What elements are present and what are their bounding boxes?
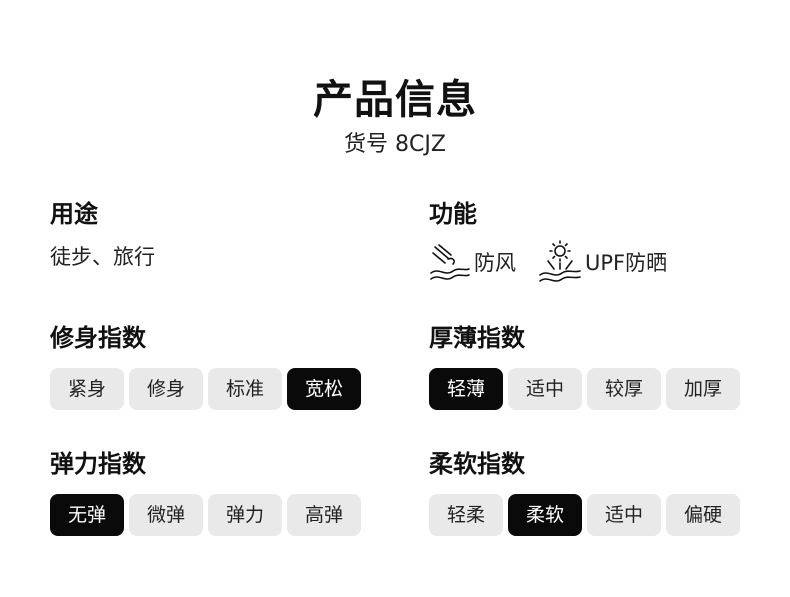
softness-option-selected[interactable]: 柔软 (508, 494, 582, 536)
stretch-index-options: 无弹 微弹 弹力 高弹 (50, 494, 390, 536)
usage-section: 用途 徒步、旅行 (50, 198, 390, 272)
fit-option-selected[interactable]: 宽松 (287, 368, 361, 410)
thickness-index-section: 厚薄指数 轻薄 适中 较厚 加厚 (429, 322, 769, 410)
softness-option[interactable]: 适中 (587, 494, 661, 536)
sku-number: 货号 8CJZ (344, 132, 446, 157)
softness-index-section: 柔软指数 轻柔 柔软 适中 偏硬 (429, 448, 769, 536)
fit-option[interactable]: 紧身 (50, 368, 124, 410)
feature-upf: UPF防晒 (538, 239, 667, 287)
page-title: 产品信息 (313, 77, 477, 123)
stretch-option[interactable]: 高弹 (287, 494, 361, 536)
stretch-option[interactable]: 微弹 (129, 494, 203, 536)
softness-option[interactable]: 偏硬 (666, 494, 740, 536)
thickness-option-selected[interactable]: 轻薄 (429, 368, 503, 410)
thickness-option[interactable]: 适中 (508, 368, 582, 410)
feature-windproof: 防风 (429, 241, 516, 285)
softness-option[interactable]: 轻柔 (429, 494, 503, 536)
stretch-option[interactable]: 弹力 (208, 494, 282, 536)
fit-option[interactable]: 标准 (208, 368, 282, 410)
feature-label: UPF防晒 (585, 251, 668, 275)
thickness-option[interactable]: 加厚 (666, 368, 740, 410)
usage-title: 用途 (50, 200, 98, 228)
fit-index-title: 修身指数 (50, 324, 146, 352)
softness-index-title: 柔软指数 (429, 450, 525, 478)
thickness-option[interactable]: 较厚 (587, 368, 661, 410)
usage-value: 徒步、旅行 (50, 245, 155, 269)
stretch-option-selected[interactable]: 无弹 (50, 494, 124, 536)
thickness-index-options: 轻薄 适中 较厚 加厚 (429, 368, 769, 410)
feature-label: 防风 (474, 251, 516, 275)
fit-index-options: 紧身 修身 标准 宽松 (50, 368, 390, 410)
thickness-index-title: 厚薄指数 (429, 324, 525, 352)
stretch-index-section: 弹力指数 无弹 微弹 弹力 高弹 (50, 448, 390, 536)
fit-index-section: 修身指数 紧身 修身 标准 宽松 (50, 322, 390, 410)
function-section: 功能 防风 (429, 198, 769, 287)
wind-icon (429, 241, 471, 285)
fit-option[interactable]: 修身 (129, 368, 203, 410)
feature-list: 防风 (429, 239, 769, 287)
softness-index-options: 轻柔 柔软 适中 偏硬 (429, 494, 769, 536)
stretch-index-title: 弹力指数 (50, 450, 146, 478)
sun-protection-icon (538, 239, 582, 287)
function-title: 功能 (429, 200, 477, 228)
